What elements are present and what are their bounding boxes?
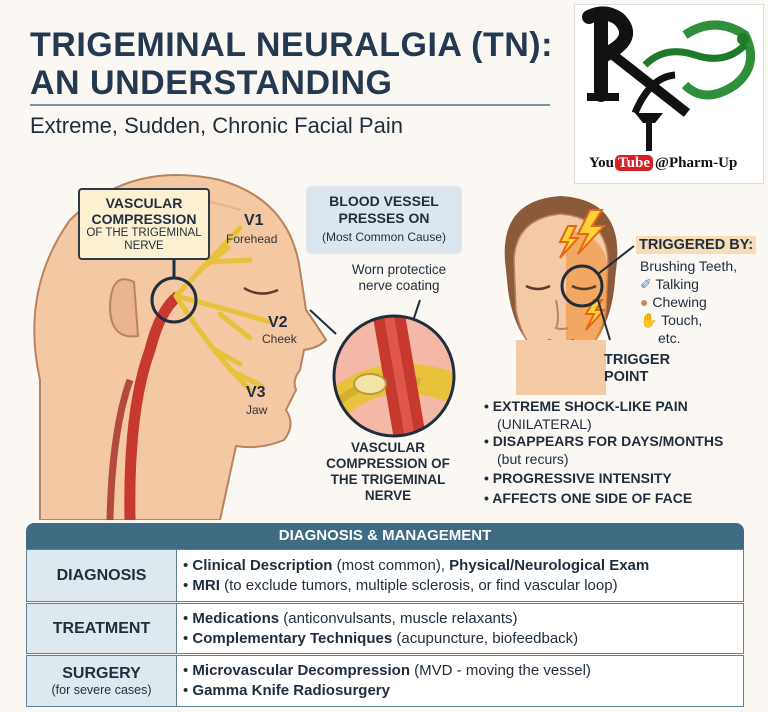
chewing-icon: ● — [640, 294, 649, 310]
blood-vessel-callout: BLOOD VESSEL PRESSES ON (Most Common Cau… — [306, 186, 462, 254]
head-silhouette — [33, 174, 328, 520]
table-row-diagnosis: DIAGNOSIS • Clinical Description (most c… — [26, 549, 744, 602]
vascular-compression-label: VASCULAR COMPRESSION OF THE TRIGEMINAL N… — [78, 188, 210, 260]
symptom-3: • PROGRESSIVE INTENSITY — [484, 470, 672, 486]
trigger-brushing: Brushing Teeth, — [640, 258, 738, 274]
youtube-tube-badge: Tube — [615, 155, 653, 171]
trigger-touch: Touch, — [661, 312, 703, 328]
symptom-1: • EXTREME SHOCK-LIKE PAIN — [484, 398, 688, 414]
rx-caduceus-icon — [582, 6, 756, 151]
symptom-list: • EXTREME SHOCK-LIKE PAIN (UNILATERAL) •… — [484, 398, 723, 507]
vc-line-1: VASCULAR — [351, 440, 425, 455]
ear-shape — [108, 278, 140, 338]
page-title: TRIGEMINAL NEURALGIA (TN): AN UNDERSTAND… — [30, 26, 570, 102]
worn-coating-label: Worn protectice nerve coating — [324, 262, 474, 294]
trigger-list: Brushing Teeth, ✐ Talking ● Chewing ✋ To… — [640, 257, 737, 347]
v1-sublabel: Forehead — [226, 232, 278, 246]
symptom-2: • DISAPPEARS FOR DAYS/MONTHS — [484, 433, 724, 449]
bv-title-2: PRESSES ON — [338, 210, 430, 226]
trigger-touch-row: ✋ Touch, — [640, 311, 737, 329]
row-label-surgery: SURGERY (for severe cases) — [27, 656, 177, 706]
vc-line-3: THE TRIGEMINAL — [330, 472, 446, 487]
trigger-talking-row: ✐ Talking — [640, 275, 737, 293]
closed-eye — [243, 286, 279, 295]
title-line-1: TRIGEMINAL NEURALGIA (TN): — [30, 26, 553, 64]
v3-sublabel: Jaw — [246, 403, 268, 417]
row-content-treatment: • Medications (anticonvulsants, muscle r… — [183, 609, 579, 647]
worn-line-1: Worn protectice — [351, 262, 447, 277]
trigger-point-label: TRIGGER POINT — [604, 352, 670, 386]
trigeminal-nerve-branches — [173, 225, 273, 393]
trigger-point-line-2: POINT — [604, 369, 649, 385]
magnified-compression-inset — [309, 299, 456, 438]
trigger-point-line-1: TRIGGER — [604, 352, 671, 368]
v2-sublabel: Cheek — [262, 332, 297, 346]
row-label-diagnosis: DIAGNOSIS — [27, 550, 177, 601]
worn-line-2: nerve coating — [358, 278, 440, 293]
symptom-4: • AFFECTS ONE SIDE OF FACE — [484, 489, 693, 506]
vc-line-2: COMPRESSION OF — [326, 456, 450, 471]
symptom-2-sub: (but recurs) — [497, 450, 569, 467]
head-profile-illustration — [33, 174, 328, 520]
toothbrush-icon: ✐ — [640, 276, 652, 292]
trigger-circle — [560, 264, 604, 308]
lightning-bolt-icons — [558, 209, 607, 331]
v3-label: V3 — [246, 384, 266, 401]
table-header: DIAGNOSIS & MANAGEMENT — [26, 523, 744, 549]
bv-title-1: BLOOD VESSEL — [329, 193, 439, 209]
channel-handle: @Pharm-Up — [655, 155, 738, 171]
bv-note: (Most Common Cause) — [321, 230, 447, 244]
vascular-box-sub1: OF THE TRIGEMINAL — [86, 227, 202, 239]
title-divider — [30, 104, 550, 106]
vascular-box-title: VASCULAR COMPRESSION — [91, 195, 197, 227]
v2-label: V2 — [268, 314, 288, 331]
page-subtitle: Extreme, Sudden, Chronic Facial Pain — [30, 113, 403, 138]
triggered-by-title: TRIGGERED BY: — [636, 236, 757, 254]
vascular-compression-caption: VASCULAR COMPRESSION OF THE TRIGEMINAL N… — [318, 440, 458, 504]
table-row-surgery: SURGERY (for severe cases) • Microvascul… — [26, 655, 744, 707]
youtube-prefix: You — [589, 155, 615, 171]
row-content-surgery: • Microvascular Decompression (MVD - mov… — [183, 662, 591, 699]
trigger-chewing-row: ● Chewing — [640, 293, 737, 311]
table-row-treatment: TREATMENT • Medications (anticonvulsants… — [26, 603, 744, 654]
front-face-illustration — [504, 196, 635, 395]
v1-label: V1 — [244, 212, 264, 229]
trigger-etc: etc. — [658, 330, 681, 346]
diagnosis-management-table: DIAGNOSIS & MANAGEMENT DIAGNOSIS • Clini… — [26, 523, 744, 709]
symptom-1-sub: (UNILATERAL) — [497, 415, 592, 432]
vascular-box-sub2: NERVE — [124, 240, 164, 252]
row-label-treatment: TREATMENT — [27, 604, 177, 653]
pain-region — [566, 230, 608, 362]
hand-touch-icon: ✋ — [640, 312, 658, 328]
vc-line-4: NERVE — [364, 488, 412, 503]
row-content-diagnosis: • Clinical Description (most common), Ph… — [183, 556, 650, 594]
trigger-chewing: Chewing — [652, 294, 707, 310]
artery-vessel — [124, 291, 182, 520]
title-line-2: AN UNDERSTANDING — [30, 64, 393, 102]
trigger-talking: Talking — [655, 276, 699, 292]
